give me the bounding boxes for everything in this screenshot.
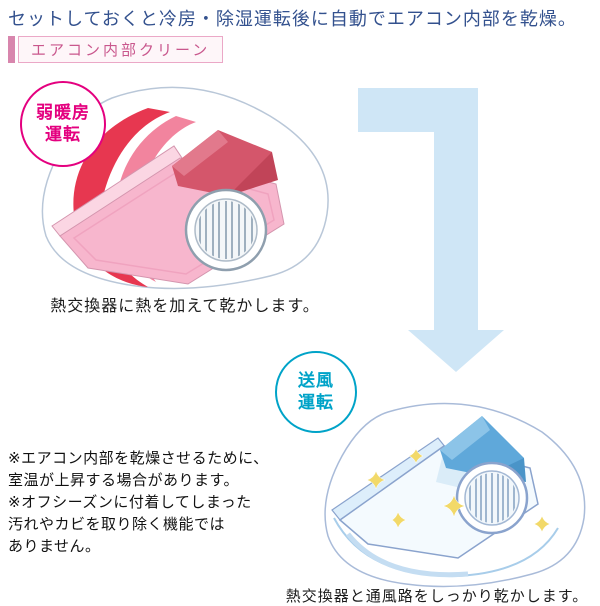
ac-unit-heating-illustration	[41, 86, 329, 290]
fan-badge-line1: 送風	[298, 370, 334, 391]
roof-highlight	[172, 130, 228, 176]
unit-body-top	[51, 145, 183, 237]
note-line-5: ありません。	[8, 537, 101, 555]
fan-grille-icon	[184, 188, 268, 272]
intro-text: セットしておくと冷房・除湿運転後に自動でエアコン内部を乾燥。	[8, 9, 577, 30]
heating-mode-badge: 弱暖房 運転	[20, 81, 106, 167]
section-title-box: エアコン内部クリーン	[18, 36, 224, 63]
roof-main	[440, 416, 524, 476]
fan-grille-icon	[455, 461, 529, 535]
fan-mode-badge: 送風 運転	[275, 351, 357, 433]
ac-unit-fan-illustration	[324, 402, 586, 588]
airflow-swoosh-inner	[346, 532, 469, 578]
section-accent-bar	[8, 36, 15, 63]
section-title: エアコン内部クリーン	[31, 41, 211, 59]
note-line-4: 汚れやカビを取り除く機能では	[8, 515, 226, 533]
fan-step-caption: 熱交換器と通風路をしっかり乾かします。	[285, 587, 589, 605]
sparkle-icon	[366, 448, 551, 533]
heating-badge-line1: 弱暖房	[36, 102, 90, 123]
flow-down-arrow-icon	[358, 88, 504, 372]
note-line-3: ※オフシーズンに付着してしまった	[8, 493, 252, 511]
note-line-2: 室温が上昇する場合があります。	[8, 471, 240, 489]
fan-badge-line2: 運転	[298, 393, 334, 413]
section-header: エアコン内部クリーン	[8, 36, 224, 63]
roof-highlight	[440, 416, 490, 460]
heating-step-caption: 熱交換器に熱を加えて乾かします。	[50, 296, 320, 315]
heating-badge-line2: 運転	[45, 125, 81, 145]
note-line-1: ※エアコン内部を乾燥させるために、	[8, 449, 269, 467]
usage-notes: ※エアコン内部を乾燥させるために、 室温が上昇する場合があります。 ※オフシーズ…	[8, 447, 292, 557]
